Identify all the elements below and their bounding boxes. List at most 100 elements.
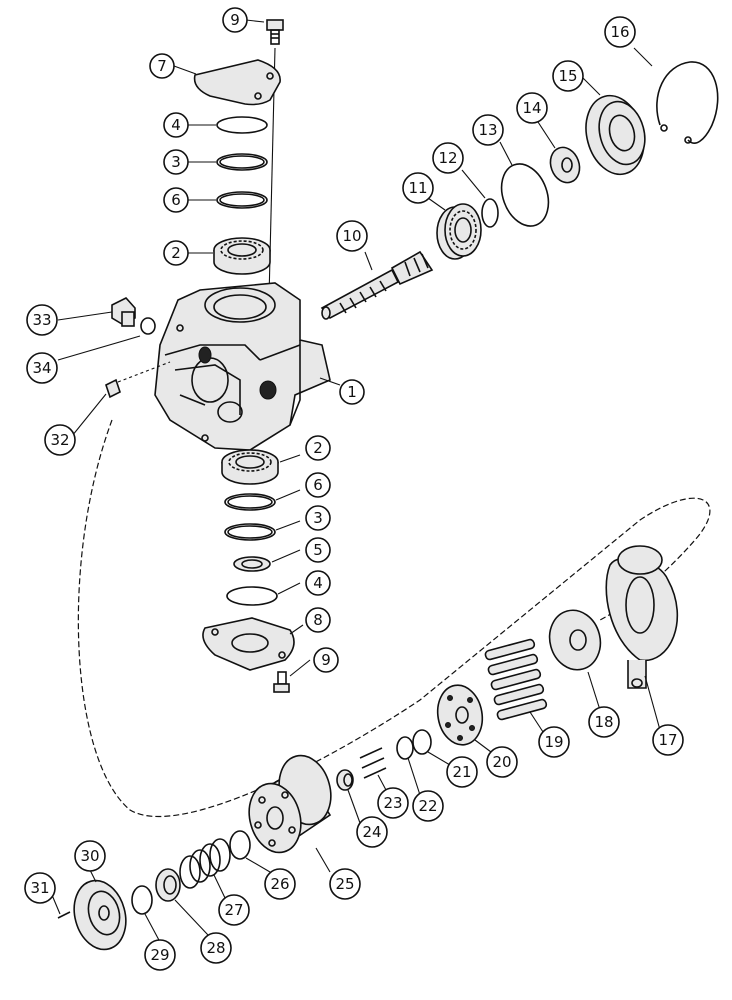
svg-text:19: 19	[544, 733, 563, 751]
svg-text:26: 26	[270, 875, 289, 893]
svg-text:10: 10	[342, 227, 361, 245]
o-ring-13	[500, 163, 550, 227]
svg-text:32: 32	[50, 431, 69, 449]
pin-32	[105, 378, 121, 399]
svg-text:8: 8	[313, 611, 323, 629]
o-ring-34	[140, 317, 156, 335]
svg-text:22: 22	[418, 797, 437, 815]
callout-29: 29	[144, 939, 176, 971]
callout-16: 16	[604, 16, 636, 48]
svg-text:23: 23	[383, 794, 402, 812]
callout-12: 12	[432, 142, 464, 174]
ring-6-bottom	[224, 493, 276, 511]
ring-26	[229, 830, 251, 860]
callout-3-bottom: 3	[305, 505, 331, 531]
ring-22	[396, 736, 414, 760]
svg-text:5: 5	[313, 541, 323, 559]
svg-text:21: 21	[452, 763, 471, 781]
pump-housing	[154, 282, 331, 451]
callout-5: 5	[305, 537, 331, 563]
shaft-seal-15	[585, 94, 646, 176]
svg-text:9: 9	[230, 11, 240, 29]
pin-31	[57, 911, 71, 919]
svg-text:33: 33	[32, 311, 51, 329]
ring-29	[131, 885, 153, 915]
callout-31: 31	[24, 872, 56, 904]
svg-text:34: 34	[32, 359, 51, 377]
svg-text:4: 4	[171, 116, 181, 134]
callout-28: 28	[200, 932, 232, 964]
washer-3-top	[216, 153, 268, 171]
svg-text:24: 24	[362, 823, 381, 841]
callout-9-top: 9	[222, 7, 248, 33]
svg-text:30: 30	[80, 847, 99, 865]
ring-21	[412, 729, 432, 755]
callout-1: 1	[339, 379, 365, 405]
callout-34: 34	[26, 352, 58, 384]
cylinder-block-25	[248, 754, 332, 854]
callout-9-bottom: 9	[313, 647, 339, 673]
callout-33: 33	[26, 304, 58, 336]
callout-23: 23	[377, 787, 409, 819]
callout-20: 20	[486, 746, 518, 778]
drive-shaft	[320, 250, 434, 320]
cover-plate-bottom	[202, 617, 295, 671]
callout-30: 30	[74, 840, 106, 872]
svg-text:12: 12	[438, 149, 457, 167]
svg-text:7: 7	[157, 57, 167, 75]
svg-text:2: 2	[313, 439, 323, 457]
washer-14	[549, 146, 581, 184]
callout-3-top: 3	[163, 149, 189, 175]
thrust-plate-18	[548, 609, 602, 671]
spring-27	[179, 838, 231, 889]
svg-text:3: 3	[171, 153, 181, 171]
callout-18: 18	[588, 706, 620, 738]
swashplate-17	[605, 545, 678, 689]
svg-text:9: 9	[321, 651, 331, 669]
ball-guide-24	[336, 769, 354, 791]
callout-26: 26	[264, 868, 296, 900]
bearing-top	[213, 237, 271, 275]
o-ring-4-top	[216, 116, 268, 134]
callout-24: 24	[356, 816, 388, 848]
cover-plate-top	[193, 59, 281, 106]
callout-14: 14	[516, 92, 548, 124]
callout-13: 13	[472, 114, 504, 146]
callout-19: 19	[538, 726, 570, 758]
svg-text:31: 31	[30, 879, 49, 897]
svg-text:1: 1	[347, 383, 357, 401]
pins-23	[359, 747, 387, 779]
svg-text:2: 2	[171, 244, 181, 262]
bearing-11	[436, 203, 482, 260]
svg-text:28: 28	[206, 939, 225, 957]
bearing-bottom	[221, 449, 279, 485]
callout-10: 10	[336, 220, 368, 252]
svg-text:16: 16	[610, 23, 629, 41]
ring-6-top	[216, 191, 268, 209]
snap-ring-12	[481, 198, 499, 228]
plug-33	[111, 297, 136, 327]
callout-25: 25	[329, 868, 361, 900]
callout-32: 32	[44, 424, 76, 456]
svg-text:11: 11	[408, 179, 427, 197]
callout-2-top: 2	[163, 240, 189, 266]
svg-text:17: 17	[658, 731, 677, 749]
svg-text:18: 18	[594, 713, 613, 731]
callout-17: 17	[652, 724, 684, 756]
spring-seat-28	[155, 868, 181, 902]
svg-text:20: 20	[492, 753, 511, 771]
callout-7: 7	[149, 53, 175, 79]
callout-4-bottom: 4	[305, 570, 331, 596]
callout-22: 22	[412, 790, 444, 822]
spacer-5	[233, 556, 271, 572]
callout-6-bottom: 6	[305, 472, 331, 498]
pistons-19	[484, 638, 548, 721]
callout-21: 21	[446, 756, 478, 788]
svg-text:27: 27	[224, 901, 243, 919]
o-ring-4-bottom	[226, 586, 278, 606]
callout-8: 8	[305, 607, 331, 633]
retainer-plate-20	[436, 684, 484, 746]
cap-screw-bottom	[273, 671, 290, 693]
callout-15: 15	[552, 60, 584, 92]
